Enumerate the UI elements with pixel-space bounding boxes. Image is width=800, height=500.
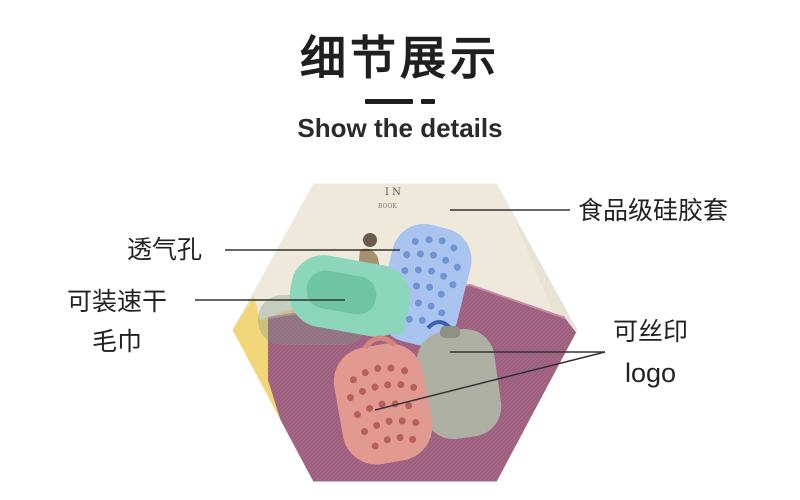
title-divider-short xyxy=(421,99,435,104)
callout-quick-dry-towel-line2: 毛巾 xyxy=(92,327,143,356)
pink-silicone-case xyxy=(333,335,433,465)
page-subtitle: Show the details xyxy=(297,113,503,143)
gray-silicone-case xyxy=(416,326,502,440)
callout-printable-line1: 可丝印 xyxy=(613,317,689,346)
callout-silicone-cover: 食品级硅胶套 xyxy=(578,196,729,225)
book-text-fragment-2: BOOK xyxy=(378,203,397,210)
green-silicone-case xyxy=(289,255,411,337)
callout-printable-line2: logo xyxy=(625,358,677,388)
book-text-fragment-1: I N xyxy=(385,187,401,198)
page-title: 细节展示 xyxy=(300,31,500,85)
callout-line-printable-pink xyxy=(374,351,606,411)
title-divider-long xyxy=(365,99,413,104)
callout-breathable-holes: 透气孔 xyxy=(127,235,203,264)
callout-quick-dry-towel-line1: 可装速干 xyxy=(67,287,168,316)
